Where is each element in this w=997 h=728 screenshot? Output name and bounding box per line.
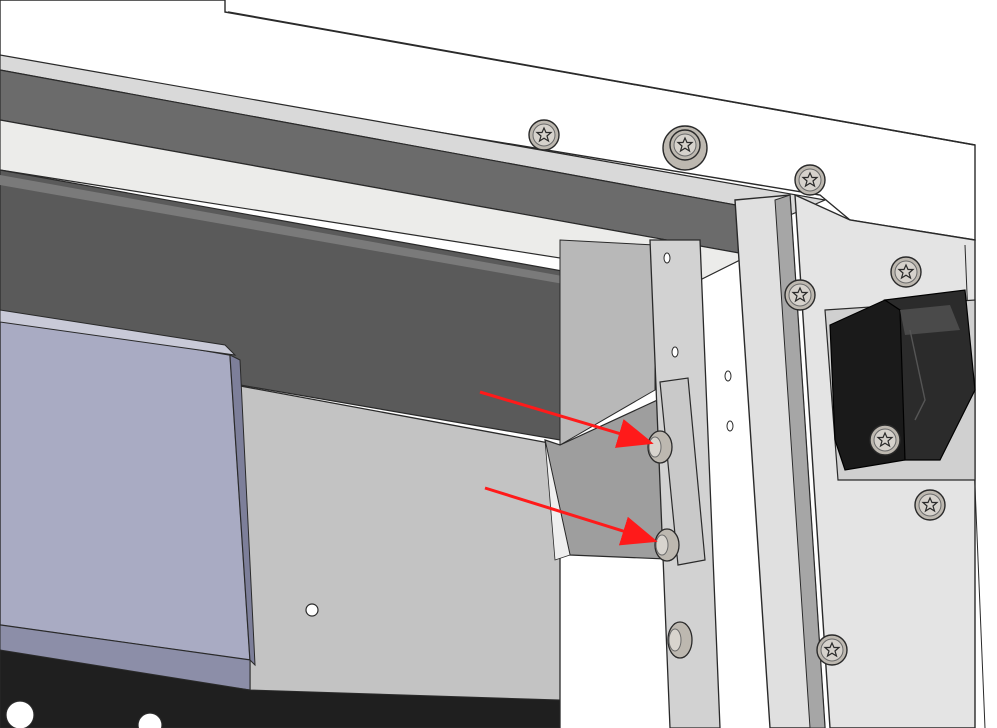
torx-screw-icon	[890, 256, 922, 288]
torx-screw-icon	[784, 279, 816, 311]
angled-highlight	[544, 439, 571, 561]
frame-post-edge	[774, 194, 826, 728]
pointer-arrow-icon	[479, 390, 654, 448]
bracket-hole	[305, 603, 319, 617]
blue-box-side	[229, 354, 256, 667]
torx-screw-icon	[669, 129, 701, 161]
torx-screw-icon	[816, 634, 848, 666]
torx-screw-icon	[647, 430, 673, 464]
torx-screw-icon	[869, 424, 901, 456]
torx-screw-icon	[914, 489, 946, 521]
screw-plate	[659, 377, 706, 566]
blue-box-top	[0, 309, 237, 356]
torx-screw-icon	[528, 119, 560, 151]
inner-shadow-panel	[0, 169, 641, 441]
torx-screw-icon	[667, 621, 693, 659]
blue-box-face	[0, 314, 251, 661]
bracket-floor	[234, 384, 561, 728]
inner-shadow-top	[0, 175, 655, 300]
torx-screw-icon	[654, 528, 680, 562]
torx-screw-icon	[794, 164, 826, 196]
top-cover-plate	[0, 0, 976, 241]
bottom-black-bar	[0, 649, 561, 728]
back-wall	[559, 239, 656, 446]
pointer-arrow-icon	[484, 486, 658, 546]
top-cover-edge	[227, 11, 976, 146]
